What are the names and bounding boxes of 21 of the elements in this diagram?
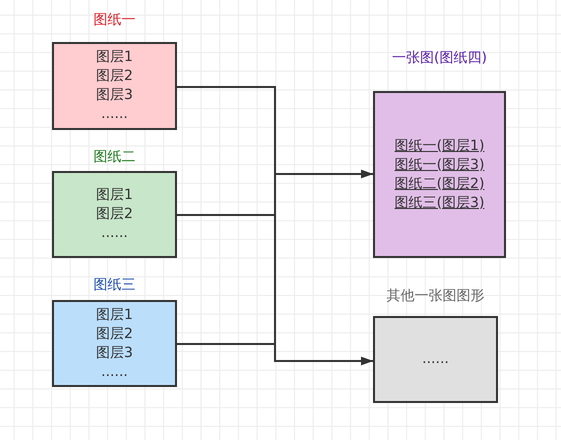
- heading-label: 图纸二: [92, 148, 136, 166]
- list-item: 图层2: [96, 324, 133, 344]
- list-item: 图纸三(图层3): [394, 194, 484, 212]
- heading-label: 图纸三: [92, 276, 136, 294]
- list-item: 图层2: [96, 67, 133, 86]
- heading-label: 一张图(图纸四): [391, 49, 488, 67]
- list-item: 图层2: [96, 205, 133, 224]
- list-item: 图层1: [96, 48, 133, 67]
- list-item: 图纸一(图层1): [394, 136, 484, 156]
- list-item: 图层3: [96, 344, 133, 362]
- list-item: 图层3: [96, 86, 133, 105]
- list-item: ......: [101, 224, 128, 243]
- heading-label: 图纸一: [92, 11, 136, 29]
- heading-label: 其他一张图图形: [386, 287, 486, 305]
- list-item: 图纸一(图层3): [394, 156, 484, 174]
- list-item: ......: [422, 350, 449, 369]
- list-item: 图层1: [96, 306, 133, 324]
- list-item: ......: [101, 362, 128, 382]
- list-item: 图纸二(图层2): [394, 174, 484, 194]
- list-item: 图层1: [96, 186, 133, 205]
- list-item: ......: [101, 105, 128, 124]
